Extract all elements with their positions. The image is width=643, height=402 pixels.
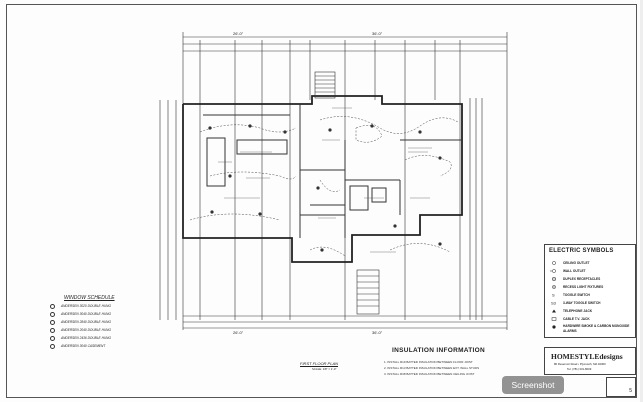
legend-label: CEILING OUTLET	[563, 261, 590, 265]
schedule-row: ANDERSEN 2840 DOUBLE HUNG	[50, 318, 111, 326]
legend-item: TELEPHONE JACK	[549, 307, 635, 315]
schedule-row: ANDERSEN 2040 DOUBLE HUNG	[50, 326, 111, 334]
ceiling-outlet-icon	[552, 261, 556, 265]
schedule-row-text: ANDERSEN 3020 DOUBLE HUNG	[61, 304, 111, 308]
company-address: 80 Reservoir Road • Plymouth, MA 02360	[554, 362, 606, 366]
scrollbar[interactable]	[640, 0, 643, 402]
wall-outlet-icon	[550, 269, 556, 273]
recess-light-icon	[552, 285, 556, 289]
schedule-row-text: ANDERSEN 3040 CASEMENT	[61, 344, 106, 348]
schedule-bullet	[50, 311, 55, 317]
plan-caption: FIRST FLOOR PLAN	[300, 361, 339, 366]
schedule-row: ANDERSEN 3040 DOUBLE HUNG	[50, 310, 111, 318]
sheet-number: 5	[629, 388, 632, 394]
legend-label: TELEPHONE JACK	[563, 309, 593, 313]
company-phone: Tel. (781) 331-8009	[567, 367, 592, 371]
svg-text:S3: S3	[551, 301, 557, 305]
schedule-row-text: ANDERSEN 2840 DOUBLE HUNG	[61, 320, 111, 324]
schedule-bullet	[50, 327, 55, 333]
bottom-dimension-label-right: 36'-0"	[372, 330, 383, 335]
legend-item: WALL OUTLET	[549, 267, 635, 275]
legend-label: 3-WAY TOGGLE SWITCH	[563, 301, 601, 305]
legend-item: DUPLEX RECEPTACLES	[549, 275, 635, 283]
smoke-alarm-icon	[552, 325, 556, 329]
company-brand: HOMESTYLEdesigns	[551, 352, 623, 361]
legend-label: WALL OUTLET	[563, 269, 586, 273]
svg-text:S: S	[552, 293, 555, 297]
three-way-switch-icon: S3	[551, 301, 557, 305]
schedule-row-text: ANDERSEN 2040 DOUBLE HUNG	[61, 328, 111, 332]
legend-item: RECESS LIGHT FIXTURES	[549, 283, 635, 291]
window-schedule-title: WINDOW SCHEDULE	[64, 295, 115, 301]
exterior-wall	[182, 95, 463, 263]
duplex-receptacle-icon	[552, 277, 556, 281]
telephone-jack-icon	[552, 309, 556, 313]
insulation-line: 1. INSTALL R19 BATTED INSULATION BETWEEN…	[384, 360, 473, 364]
sheet-border	[6, 4, 637, 398]
legend-item: S3 3-WAY TOGGLE SWITCH	[549, 299, 635, 307]
schedule-row: ANDERSEN 2436 DOUBLE HUNG	[50, 334, 111, 342]
schedule-bullet	[50, 319, 55, 325]
cable-tv-jack-icon	[551, 317, 557, 321]
schedule-bullet	[50, 303, 55, 309]
title-block: HOMESTYLEdesigns 80 Reservoir Road • Ply…	[544, 347, 636, 375]
legend-label: TOGGLE SWITCH	[563, 293, 590, 297]
insulation-line: 2. INSTALL R13 BATTED INSULATION BETWEEN…	[384, 366, 480, 370]
schedule-bullet	[50, 335, 55, 341]
plan-scale: SCALE: 1/8" = 1'-0"	[312, 367, 337, 371]
legend-item: S TOGGLE SWITCH	[549, 291, 635, 299]
legend-item: CABLE T.V. JACK	[549, 315, 635, 323]
legend-label: CABLE T.V. JACK	[563, 317, 590, 321]
electric-symbols	[208, 124, 442, 252]
stair-top	[314, 71, 336, 99]
schedule-row-text: ANDERSEN 2436 DOUBLE HUNG	[61, 336, 111, 340]
schedule-bullet	[50, 343, 55, 349]
legend-item: CEILING OUTLET	[549, 259, 635, 267]
electric-symbols-legend: ELECTRIC SYMBOLS CEILING OUTLET WALL OUT…	[544, 244, 636, 338]
screenshot-badge[interactable]: Screenshot	[502, 376, 564, 394]
stair-bottom	[356, 269, 380, 315]
schedule-row: ANDERSEN 3040 CASEMENT	[50, 342, 105, 350]
top-dimension-label-right: 36'-0"	[372, 31, 383, 36]
legend-item: HARDWIRE SMOKE & CARBON MONOXIDE ALARMS	[549, 323, 635, 337]
legend-label: DUPLEX RECEPTACLES	[563, 277, 601, 281]
legend-label: HARDWIRE SMOKE & CARBON MONOXIDE ALARMS	[563, 324, 630, 333]
insulation-line: 3. INSTALL R38 BATTED INSULATION BETWEEN…	[384, 372, 475, 376]
schedule-row: ANDERSEN 3020 DOUBLE HUNG	[50, 302, 111, 310]
bottom-dimension-label-left: 26'-0"	[233, 330, 244, 335]
insulation-title: INSULATION INFORMATION	[392, 347, 486, 354]
sheet-number-cell: 5	[606, 377, 636, 397]
legend-label: RECESS LIGHT FIXTURES	[563, 285, 604, 289]
legend-title: ELECTRIC SYMBOLS	[549, 248, 614, 254]
top-dimension-label-left: 26'-0"	[233, 31, 244, 36]
toggle-switch-icon: S	[552, 293, 555, 297]
schedule-row-text: ANDERSEN 3040 DOUBLE HUNG	[61, 312, 111, 316]
